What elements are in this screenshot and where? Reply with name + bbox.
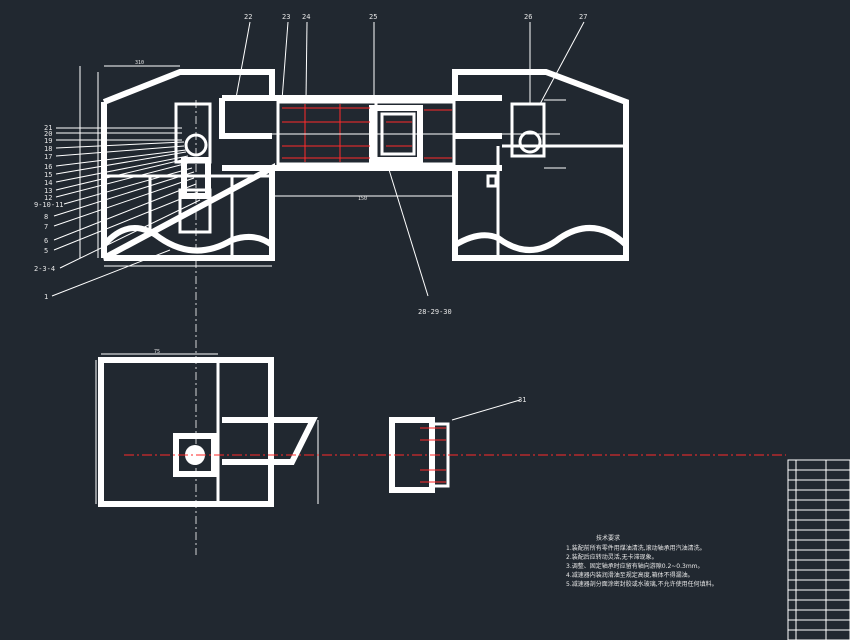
label-27: 27 xyxy=(579,13,587,21)
dim-text-middle: 150 xyxy=(358,196,367,202)
note-line-2: 2.装配后应转动灵活,无卡滞现象。 xyxy=(566,553,658,561)
right-housing xyxy=(452,69,629,261)
notes-title: 技术要求 xyxy=(596,534,620,542)
note-line-4: 4.减速器内装润滑油至规定高度,箱体不得漏油。 xyxy=(566,571,694,579)
title-block xyxy=(787,459,850,640)
note-line-3: 3.调整、固定轴承时应留有轴向游隙0.2~0.3mm。 xyxy=(566,562,704,570)
label-22: 22 xyxy=(244,13,252,21)
label-17: 17 xyxy=(44,153,52,161)
label-13: 13 xyxy=(44,187,52,195)
label-20: 20 xyxy=(44,130,52,138)
label-6: 6 xyxy=(44,237,48,245)
left-housing xyxy=(102,69,275,261)
label-5: 5 xyxy=(44,247,48,255)
label-15: 15 xyxy=(44,171,52,179)
label-21: 21 xyxy=(44,124,52,132)
label-8: 8 xyxy=(44,213,48,221)
left-drum xyxy=(276,100,378,166)
part-labels-top: 22 23 24 25 26 27 xyxy=(244,13,587,21)
part-labels-left: 21 20 19 18 17 16 15 14 13 12 9-10-11 8 … xyxy=(34,124,64,301)
label-18: 18 xyxy=(44,145,52,153)
center-frame xyxy=(219,95,502,171)
right-bearing xyxy=(510,102,546,158)
label-16: 16 xyxy=(44,163,52,171)
note-line-1: 1.装配前所有零件用煤油清洗,滚动轴承用汽油清洗。 xyxy=(566,544,706,552)
label-14: 14 xyxy=(44,179,52,187)
label-2-3-4: 2-3-4 xyxy=(34,265,55,273)
leader-lines xyxy=(51,127,201,297)
label-12: 12 xyxy=(44,194,52,202)
label-24: 24 xyxy=(302,13,310,21)
note-line-5: 5.减速器剖分面涂密封胶或水玻璃,不允许使用任何填料。 xyxy=(566,580,718,588)
label-31: 31 xyxy=(518,396,526,404)
dim-text-top: 310 xyxy=(135,60,144,66)
label-28-29-30: 28-29-30 xyxy=(418,308,452,316)
label-9-10-11: 9-10-11 xyxy=(34,201,64,209)
right-drum xyxy=(374,100,456,166)
technical-notes: 技术要求 1.装配前所有零件用煤油清洗,滚动轴承用汽油清洗。 2.装配后应转动灵… xyxy=(566,534,718,588)
label-23: 23 xyxy=(282,13,290,21)
label-25: 25 xyxy=(369,13,377,21)
label-19: 19 xyxy=(44,137,52,145)
label-7: 7 xyxy=(44,223,48,231)
dim-text-bottom: 75 xyxy=(154,349,160,355)
label-1: 1 xyxy=(44,293,48,301)
base-plan-left xyxy=(98,357,274,507)
label-26: 26 xyxy=(524,13,532,21)
dimension-texts: 310 150 75 xyxy=(135,60,367,355)
left-motor xyxy=(178,188,212,234)
